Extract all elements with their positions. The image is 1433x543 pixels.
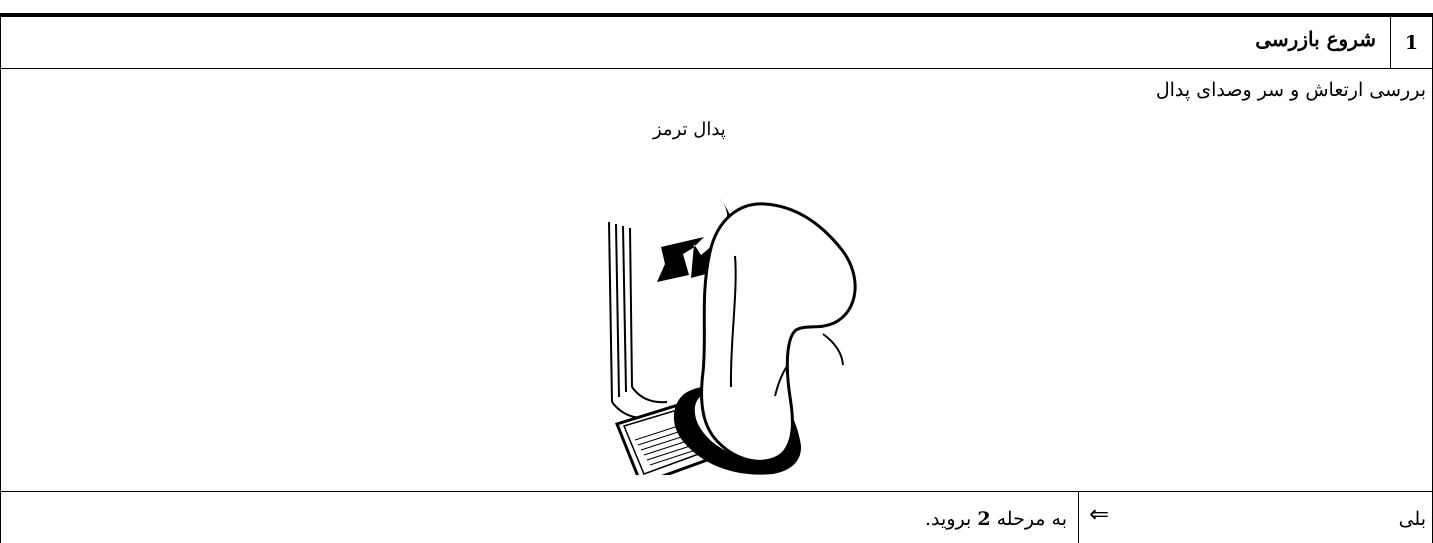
- step-description: بررسی ارتعاش و سر وصدای پدال: [1156, 79, 1426, 101]
- brake-pedal-illustration: [599, 192, 874, 475]
- row-divider: [1078, 492, 1079, 543]
- action-step-number: 2: [977, 508, 990, 530]
- action-prefix: به مرحله: [997, 508, 1067, 530]
- answer-row: بلی ⇐ به مرحله 2 بروید.: [0, 492, 1433, 543]
- pedal-arm-lines: [609, 222, 667, 418]
- figure-label: پدال ترمز: [653, 119, 726, 140]
- step-header: 1 شروع بازرسی: [0, 17, 1433, 69]
- action-suffix: بروید.: [925, 508, 971, 530]
- answer-yes: بلی: [1399, 508, 1426, 530]
- next-step-instruction: به مرحله 2 بروید.: [925, 508, 1067, 530]
- step-content: بررسی ارتعاش و سر وصدای پدال پدال ترمز: [0, 69, 1433, 492]
- next-step-arrow-icon: ⇐: [1089, 502, 1109, 526]
- step-title: شروع بازرسی: [1255, 27, 1376, 51]
- step-number: 1: [1390, 17, 1432, 68]
- foot-shoe: [674, 204, 855, 475]
